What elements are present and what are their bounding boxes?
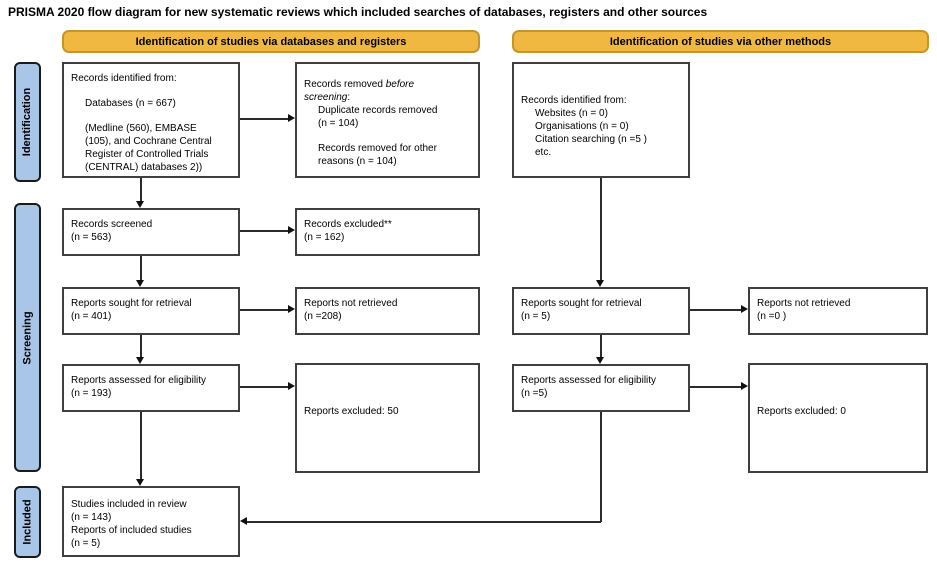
connector-assessed-to-excluded-other <box>690 386 741 388</box>
flow-box-records-identified-databases: Records identified from: Databases (n = … <box>62 62 240 178</box>
arrowhead-left-icon <box>240 517 247 525</box>
flow-box-reports-assessed-other: Reports assessed for eligibility (n =5) <box>512 364 690 412</box>
diagram-title: PRISMA 2020 flow diagram for new systema… <box>8 5 708 19</box>
arrowhead-right-icon <box>741 305 748 313</box>
arrowhead-down-icon <box>596 280 604 287</box>
flow-box-reports-excluded-other: Reports excluded: 0 <box>748 363 928 473</box>
stage-label-included: Included <box>14 486 41 558</box>
flow-box-records-identified-other: Records identified from: Websites (n = 0… <box>512 62 690 178</box>
arrowhead-right-icon <box>288 226 295 234</box>
arrowhead-down-icon <box>136 201 144 208</box>
flow-box-reports-sought-databases: Reports sought for retrieval (n = 401) <box>62 287 240 335</box>
flow-box-studies-included: Studies included in review (n = 143) Rep… <box>62 486 240 557</box>
connector-identified-to-screened <box>140 178 142 201</box>
connector-sought-to-assessed-other <box>600 335 602 357</box>
banner-databases-registers: Identification of studies via databases … <box>62 30 480 53</box>
flow-box-reports-sought-other: Reports sought for retrieval (n = 5) <box>512 287 690 335</box>
connector-assessed-to-included <box>140 412 142 479</box>
flow-box-reports-not-retrieved-other: Reports not retrieved (n =0 ) <box>748 287 928 335</box>
connector-identified-to-removed <box>240 118 288 120</box>
connector-sought-to-notretrieved-other <box>690 309 741 311</box>
connector-sought-to-assessed-db <box>140 335 142 357</box>
arrowhead-down-icon <box>136 280 144 287</box>
arrowhead-right-icon <box>741 382 748 390</box>
connector-screened-to-sought <box>140 256 142 280</box>
banner-databases-label: Identification of studies via databases … <box>135 35 407 48</box>
flow-box-records-screened: Records screened (n = 563) <box>62 208 240 256</box>
arrowhead-down-icon <box>136 357 144 364</box>
flow-box-reports-not-retrieved-databases: Reports not retrieved (n =208) <box>295 287 480 335</box>
flow-box-reports-excluded-databases: Reports excluded: 50 <box>295 363 480 473</box>
connector-assessed-other-elbow-vertical <box>600 412 602 522</box>
stage-label-identification: Identification <box>14 62 41 182</box>
connector-sought-to-notretrieved-db <box>240 309 288 311</box>
stage-label-screening: Screening <box>14 203 41 472</box>
arrowhead-down-icon <box>596 357 604 364</box>
connector-assessed-other-elbow-horizontal <box>247 521 601 523</box>
flow-box-records-excluded: Records excluded** (n = 162) <box>295 208 480 256</box>
banner-other-methods: Identification of studies via other meth… <box>512 30 929 53</box>
connector-assessed-to-excluded-db <box>240 386 288 388</box>
banner-other-label: Identification of studies via other meth… <box>609 35 832 48</box>
arrowhead-right-icon <box>288 114 295 122</box>
connector-screened-to-excluded <box>240 230 288 232</box>
flow-box-reports-assessed-databases: Reports assessed for eligibility (n = 19… <box>62 364 240 412</box>
flow-box-records-removed-before-screening: Records removed before screening: Duplic… <box>295 62 480 178</box>
arrowhead-right-icon <box>288 382 295 390</box>
arrowhead-down-icon <box>136 479 144 486</box>
arrowhead-right-icon <box>288 305 295 313</box>
connector-identified-other-to-sought <box>600 178 602 280</box>
